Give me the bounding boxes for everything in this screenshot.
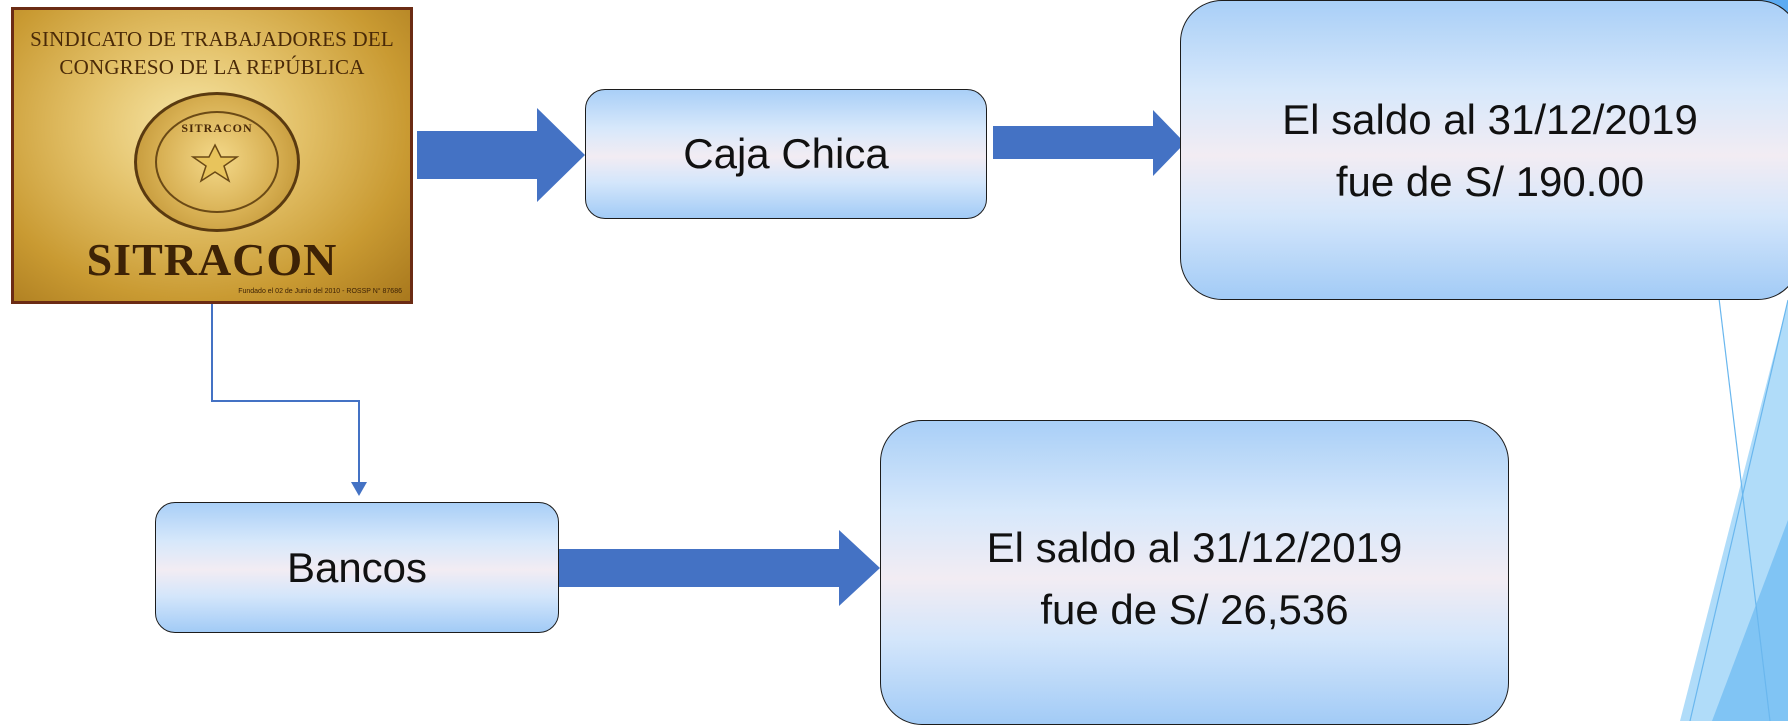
node-saldo-bancos-line2: fue de S/ 26,536 [1040,586,1349,633]
sitracon-logo-plaque: SINDICATO DE TRABAJADORES DEL CONGRESO D… [11,7,413,304]
node-saldo-bancos-line1: El saldo al 31/12/2019 [986,524,1403,571]
logo-seal-ring [155,111,279,213]
connector-arrowhead [351,482,367,496]
node-saldo-caja-line1: El saldo al 31/12/2019 [1282,96,1698,143]
node-saldo-caja-line2: fue de S/ 190.00 [1335,158,1645,205]
logo-seal-text: SITRACON [181,121,253,135]
arrow-caja-to-saldo [993,110,1185,176]
connector-logo-to-bancos [211,304,360,484]
logo-footer: Fundado el 02 de Junio del 2010 - ROSSP … [238,288,402,295]
logo-title-line2: CONGRESO DE LA REPÚBLICA [59,55,365,79]
node-saldo-caja: El saldo al 31/12/2019 fue de S/ 190.00 [1180,0,1788,300]
accent-panel-bottom [1712,520,1788,721]
node-caja-chica-label: Caja Chica [683,130,889,177]
logo-title-line1: SINDICATO DE TRABAJADORES DEL [30,27,394,51]
node-caja-chica: Caja Chica [585,89,987,219]
logo-seal: SITRACON [134,92,300,232]
arrow-bancos-to-saldo [559,530,880,606]
arrow-logo-to-caja [417,108,585,202]
accent-line-2 [1689,299,1788,721]
node-bancos-label: Bancos [286,543,428,591]
logo-brand: SITRACON [86,234,338,285]
node-saldo-bancos: El saldo al 31/12/2019 fue de S/ 26,536 [880,420,1509,725]
node-bancos: Bancos [155,502,559,633]
star-emblem-icon [190,143,240,183]
